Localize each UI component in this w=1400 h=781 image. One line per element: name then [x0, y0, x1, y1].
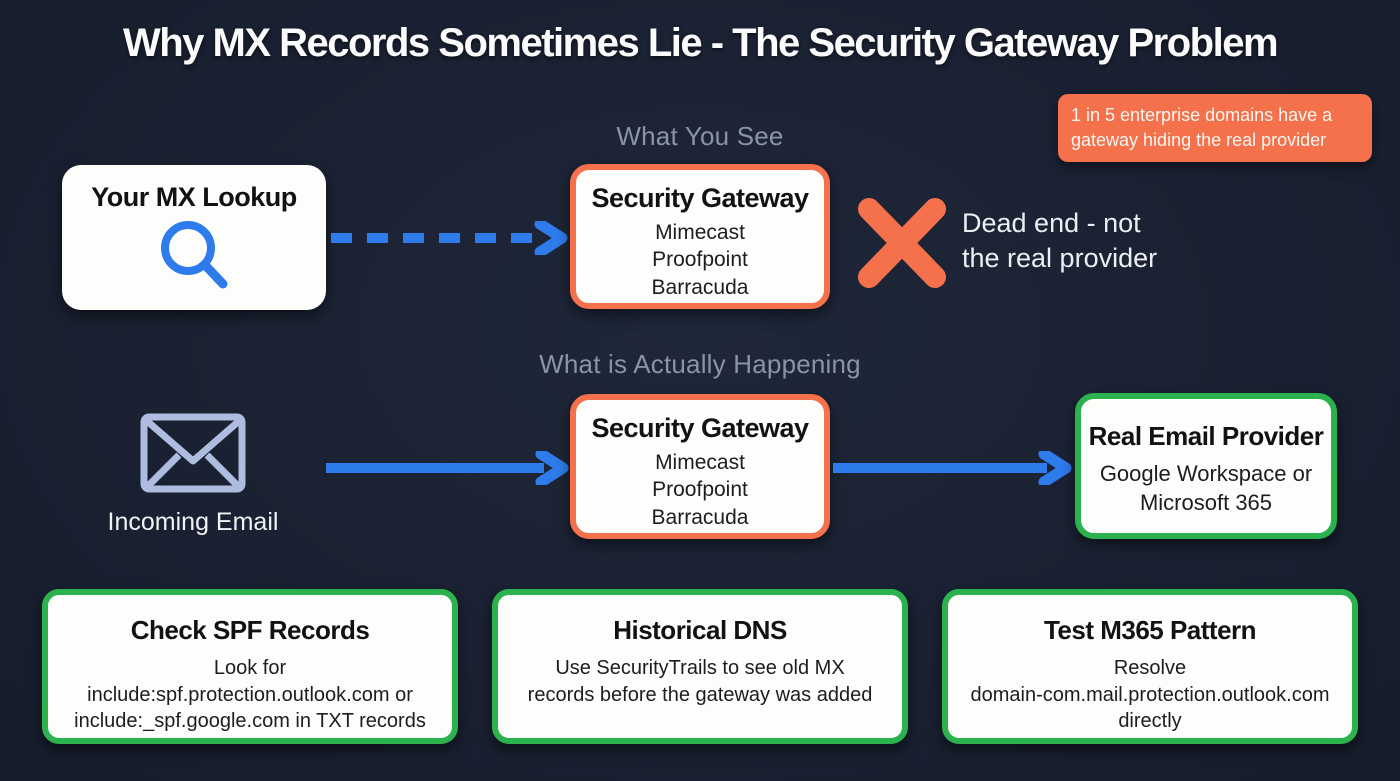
x-mark-icon	[856, 196, 948, 295]
dead-end-caption: Dead end - not the real provider	[962, 208, 1158, 274]
stat-callout: 1 in 5 enterprise domains have a gateway…	[1058, 94, 1372, 162]
tip-body: Resolve domain-com.mail.protection.outlo…	[970, 657, 1330, 733]
tip-title: Check SPF Records	[130, 615, 370, 645]
real-email-provider-title: Real Email Provider	[1088, 421, 1324, 451]
tip-test-m365-pattern: Test M365 Pattern Resolve domain-com.mai…	[942, 589, 1358, 744]
tip-check-spf-records: Check SPF Records Look for include:spf.p…	[42, 589, 458, 744]
real-email-provider-box: Real Email Provider Google Workspace or …	[1075, 393, 1337, 539]
mx-lookup-title: Your MX Lookup	[91, 182, 297, 212]
real-email-provider-body: Google Workspace or Microsoft 365	[1099, 461, 1313, 515]
solid-arrow-incoming-to-gateway	[322, 448, 572, 490]
tip-title: Historical DNS	[613, 615, 787, 645]
gateway-provider-list: Mimecast Proofpoint Barracuda	[651, 221, 749, 299]
gateway-provider-list: Mimecast Proofpoint Barracuda	[651, 451, 749, 529]
mx-lookup-box: Your MX Lookup	[62, 165, 326, 310]
security-gateway-box-seen: Security Gateway Mimecast Proofpoint Bar…	[570, 164, 830, 309]
section-label-actually-happening: What is Actually Happening	[539, 349, 861, 379]
tip-title: Test M365 Pattern	[1043, 615, 1257, 645]
tip-body: Use SecurityTrails to see old MX records…	[527, 657, 873, 706]
security-gateway-box-actual: Security Gateway Mimecast Proofpoint Bar…	[570, 394, 830, 539]
tip-body: Look for include:spf.protection.outlook.…	[74, 657, 426, 733]
page-title: Why MX Records Sometimes Lie - The Secur…	[122, 21, 1279, 65]
incoming-email-group: Incoming Email	[88, 413, 298, 537]
dashed-arrow	[329, 218, 571, 260]
section-label-what-you-see: What You See	[616, 121, 784, 151]
solid-arrow-gateway-to-provider	[831, 448, 1075, 490]
incoming-email-label: Incoming Email	[107, 508, 279, 536]
security-gateway-title: Security Gateway	[591, 183, 809, 213]
security-gateway-title: Security Gateway	[591, 413, 809, 443]
tip-historical-dns: Historical DNS Use SecurityTrails to see…	[492, 589, 908, 744]
search-icon	[62, 217, 326, 298]
envelope-icon	[140, 413, 246, 497]
